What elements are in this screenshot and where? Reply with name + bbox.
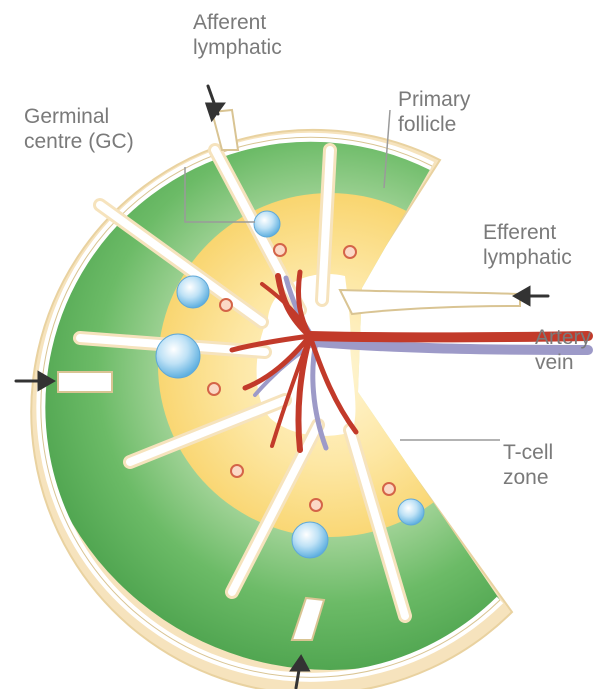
label-tcell-line2: zone — [503, 465, 553, 490]
label-afferent-lymphatic: Afferent lymphatic — [193, 10, 282, 60]
label-primary-line2: follicle — [398, 112, 470, 137]
label-tcell-line1: T-cell — [503, 440, 553, 465]
label-artery-vein: Artery vein — [535, 325, 591, 375]
label-artery-line2: vein — [535, 350, 591, 375]
label-efferent-line1: Efferent — [483, 220, 572, 245]
label-afferent-line1: Afferent — [193, 10, 282, 35]
label-germinal-line2: centre (GC) — [24, 129, 134, 154]
label-germinal-line1: Germinal — [24, 104, 134, 129]
efferent-lymphatic-vessel — [340, 290, 520, 314]
label-afferent-line2: lymphatic — [193, 35, 282, 60]
label-efferent-lymphatic: Efferent lymphatic — [483, 220, 572, 270]
label-primary-line1: Primary — [398, 87, 470, 112]
label-artery-line1: Artery — [535, 325, 591, 350]
label-t-cell-zone: T-cell zone — [503, 440, 553, 490]
label-germinal-centre: Germinal centre (GC) — [24, 104, 134, 154]
label-efferent-line2: lymphatic — [483, 245, 572, 270]
label-primary-follicle: Primary follicle — [398, 87, 470, 137]
